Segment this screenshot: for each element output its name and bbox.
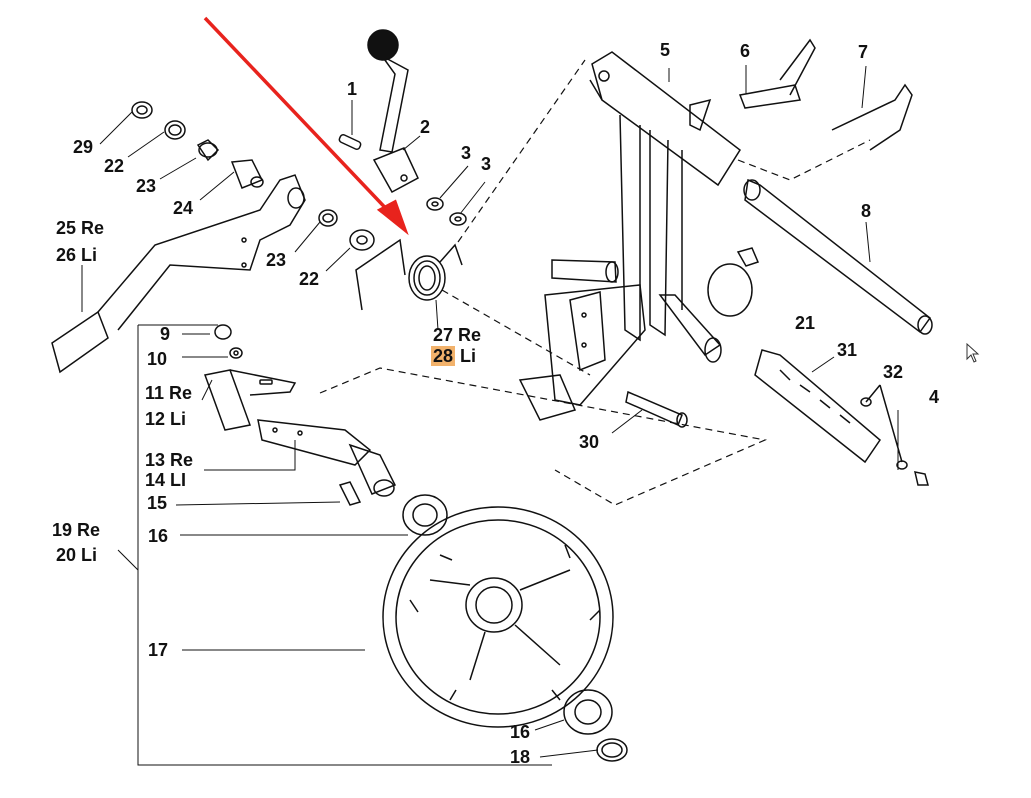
label-6: 6	[740, 41, 751, 61]
part-17-wheel	[382, 506, 614, 728]
label-3a: 3	[461, 143, 472, 163]
label-2: 2	[420, 117, 431, 137]
label-12: 12 Li	[145, 409, 187, 429]
part-8-threaded-rod	[743, 178, 933, 335]
label-11: 11 Re	[145, 383, 193, 403]
label-30: 30	[579, 432, 600, 452]
leader-lines	[81, 65, 899, 766]
label-1: 1	[347, 79, 358, 99]
part-18-circlip	[596, 738, 628, 762]
label-5: 5	[660, 40, 671, 60]
label-29: 29	[73, 137, 94, 157]
label-23a: 23	[136, 176, 157, 196]
label-27: 27 Re	[433, 325, 482, 345]
part-7-spring-clip	[831, 83, 913, 151]
label-31: 31	[837, 340, 858, 360]
label-8: 8	[861, 201, 872, 221]
part-3-washers	[426, 197, 467, 226]
lynch-pin	[707, 247, 760, 317]
left-shaft-parts	[131, 101, 264, 189]
part-6-handle-bolt	[738, 38, 816, 109]
part-9-10-nut-washer	[214, 324, 243, 359]
label-28-highlight: 28	[431, 346, 456, 366]
label-17: 17	[148, 640, 169, 660]
right-bushings	[318, 209, 375, 251]
part-25-26-pedal-arm	[51, 174, 306, 374]
part-16-bearings	[402, 494, 613, 735]
label-16b: 16	[510, 722, 531, 742]
part-15-bolt	[338, 481, 362, 506]
label-15: 15	[147, 493, 168, 513]
label-20: 20 Li	[56, 545, 98, 565]
part-1-pin	[338, 133, 362, 151]
label-18: 18	[510, 747, 531, 767]
label-16a: 16	[148, 526, 169, 546]
label-9: 9	[160, 324, 171, 344]
red-pointer-arrow	[203, 16, 409, 236]
label-26: 26 Li	[56, 245, 98, 265]
part-31-scale-plate	[754, 349, 881, 464]
label-19: 19 Re	[52, 520, 101, 540]
part-11-12-bracket	[203, 369, 297, 431]
assembly-dashed-lines	[319, 59, 871, 506]
part-13-14-wheel-arm	[257, 419, 397, 497]
part-27-28-torsion-spring	[355, 238, 463, 311]
label-21: 21	[795, 313, 816, 333]
mouse-cursor-icon	[966, 343, 980, 363]
label-23b: 23	[266, 250, 287, 270]
label-13: 13 Re	[145, 450, 194, 470]
label-7: 7	[858, 42, 869, 62]
part-5-main-frame	[518, 51, 741, 421]
label-22a: 22	[104, 156, 125, 176]
label-14: 14 LI	[145, 470, 187, 490]
label-24: 24	[173, 198, 194, 218]
label-25: 25 Re	[56, 218, 105, 238]
part-30-bolt	[625, 390, 688, 428]
label-4: 4	[929, 387, 940, 407]
label-28: 28 Li	[431, 346, 476, 366]
label-3b: 3	[481, 154, 492, 174]
label-28-suffix: Li	[455, 346, 477, 366]
label-10: 10	[147, 349, 168, 369]
part-32-4-screws	[860, 384, 929, 486]
label-32: 32	[883, 362, 904, 382]
part-2-crank-lever	[367, 29, 419, 194]
label-22b: 22	[299, 269, 320, 289]
